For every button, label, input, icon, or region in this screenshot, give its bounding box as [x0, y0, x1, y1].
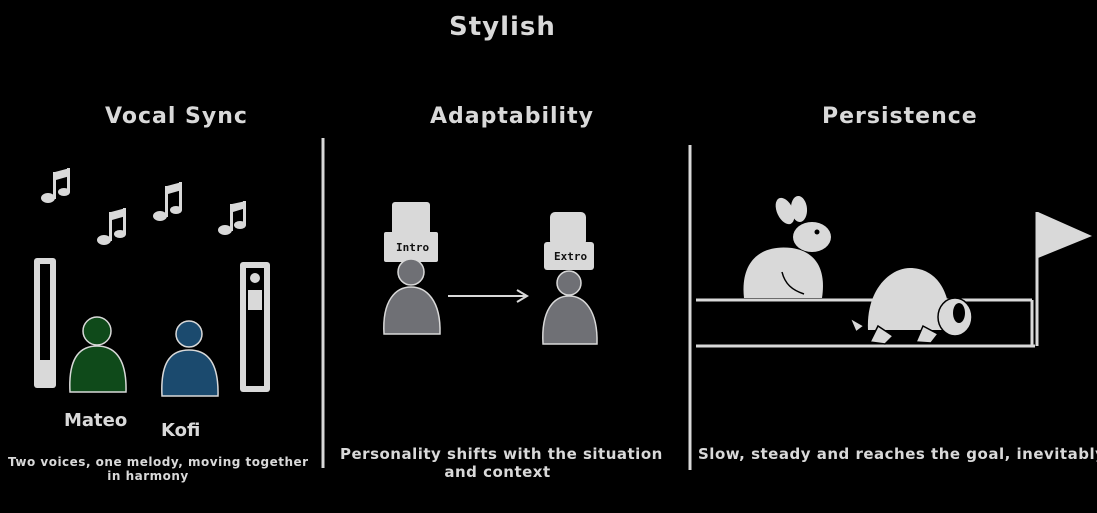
turtle-icon: [848, 268, 973, 345]
goal-flag-icon: [1035, 212, 1092, 346]
caption-line: and context: [444, 463, 551, 481]
person-icon: [161, 320, 219, 397]
race-track: [696, 298, 1035, 348]
panel-heading-persistence: Persistence: [822, 104, 978, 129]
panel-caption-persistence: Slow, steady and reaches the goal, inevi…: [698, 445, 1097, 463]
speaker-icon: [240, 262, 270, 392]
speaker-icon: [34, 258, 56, 388]
caption-line: Two voices, one melody, moving together: [8, 455, 309, 469]
hat-label-intro: Intro: [396, 241, 430, 254]
panel-caption-vocal-sync: Two voices, one melody, moving together …: [8, 455, 309, 483]
hat-label-extro: Extro: [554, 250, 588, 263]
music-note-icon: [97, 208, 126, 245]
panel-caption-adaptability: Personality shifts with the situation an…: [340, 445, 663, 481]
top-hat-icon: [384, 202, 438, 262]
panel-heading-adaptability: Adaptability: [430, 104, 594, 129]
music-note-icon: [153, 182, 182, 221]
music-note-icon: [41, 168, 70, 203]
caption-line: Personality shifts with the situation: [340, 445, 663, 463]
person-icon: [383, 258, 441, 335]
panel-heading-vocal-sync: Vocal Sync: [105, 104, 248, 129]
person-icon: [69, 316, 127, 393]
singer-name-kofi: Kofi: [161, 420, 201, 441]
music-note-icon: [218, 201, 246, 235]
caption-line: in harmony: [107, 469, 189, 483]
top-hat-icon: [544, 212, 594, 270]
caption-line: Slow, steady and reaches the goal, inevi…: [698, 445, 1097, 463]
page-title: Stylish: [449, 12, 556, 42]
rabbit-icon: [743, 196, 831, 298]
person-icon: [542, 270, 598, 345]
singer-name-mateo: Mateo: [64, 410, 128, 431]
arrow-icon: [448, 289, 529, 303]
